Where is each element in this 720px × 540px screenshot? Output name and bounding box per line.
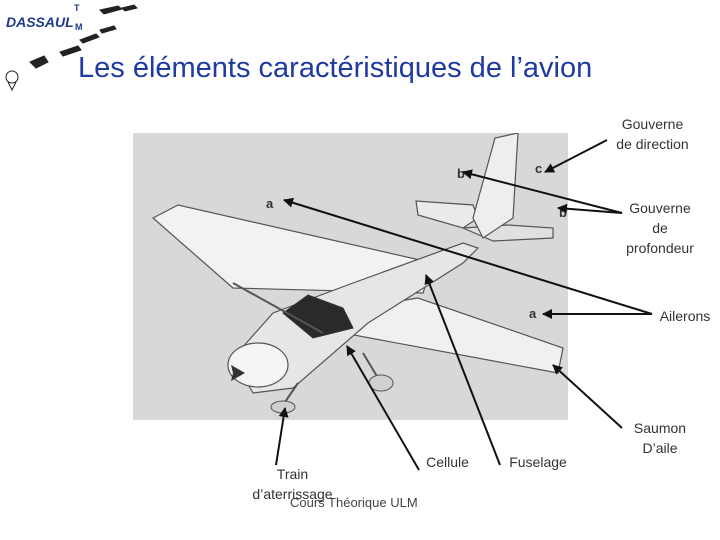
label-line: Gouverne (629, 200, 691, 216)
label-line: de direction (616, 136, 689, 152)
logo-text: DASSAUL (6, 14, 74, 30)
airplane-illustration: a a b b c (133, 133, 568, 420)
engine-cowling (227, 342, 289, 388)
label-line: D’aile (642, 440, 678, 456)
logo-subscript: M (75, 22, 83, 32)
letter-a-right: a (529, 306, 537, 321)
label-line: Saumon (633, 420, 687, 436)
letter-c: c (535, 161, 542, 176)
nose-wheel (270, 400, 296, 414)
wing-strut (232, 282, 324, 334)
letter-b-top: b (457, 166, 465, 181)
label-ailerons: Ailerons (659, 308, 711, 324)
label-saumon: Saumon D’aile (615, 418, 705, 458)
label-cellule: Cellule (426, 454, 469, 470)
logo-superscript: T (74, 3, 80, 13)
label-line: de (652, 220, 668, 236)
label-gouverne-profondeur: Gouverne de profondeur (620, 198, 700, 258)
logo: DASSAUL T M (0, 0, 150, 95)
label-line: d’aterrissage (252, 486, 333, 502)
letter-a-left: a (266, 196, 274, 211)
label-line: Gouverne (621, 116, 684, 132)
propeller-spinner (231, 365, 245, 381)
label-gouverne-direction: Gouverne de direction (605, 114, 700, 154)
label-train: Train d’aterrissage (245, 464, 340, 504)
main-wheel (368, 374, 394, 392)
letter-b-right: b (559, 205, 567, 220)
label-line: Train (276, 466, 309, 482)
page-title: Les éléments caractéristiques de l’avion (78, 52, 593, 84)
aircraft-silhouettes-icon (5, 4, 138, 92)
footer-text: Cours Théorique ULM (290, 495, 418, 510)
label-fuselage: Fuselage (509, 454, 567, 470)
label-line: profondeur (626, 240, 694, 256)
